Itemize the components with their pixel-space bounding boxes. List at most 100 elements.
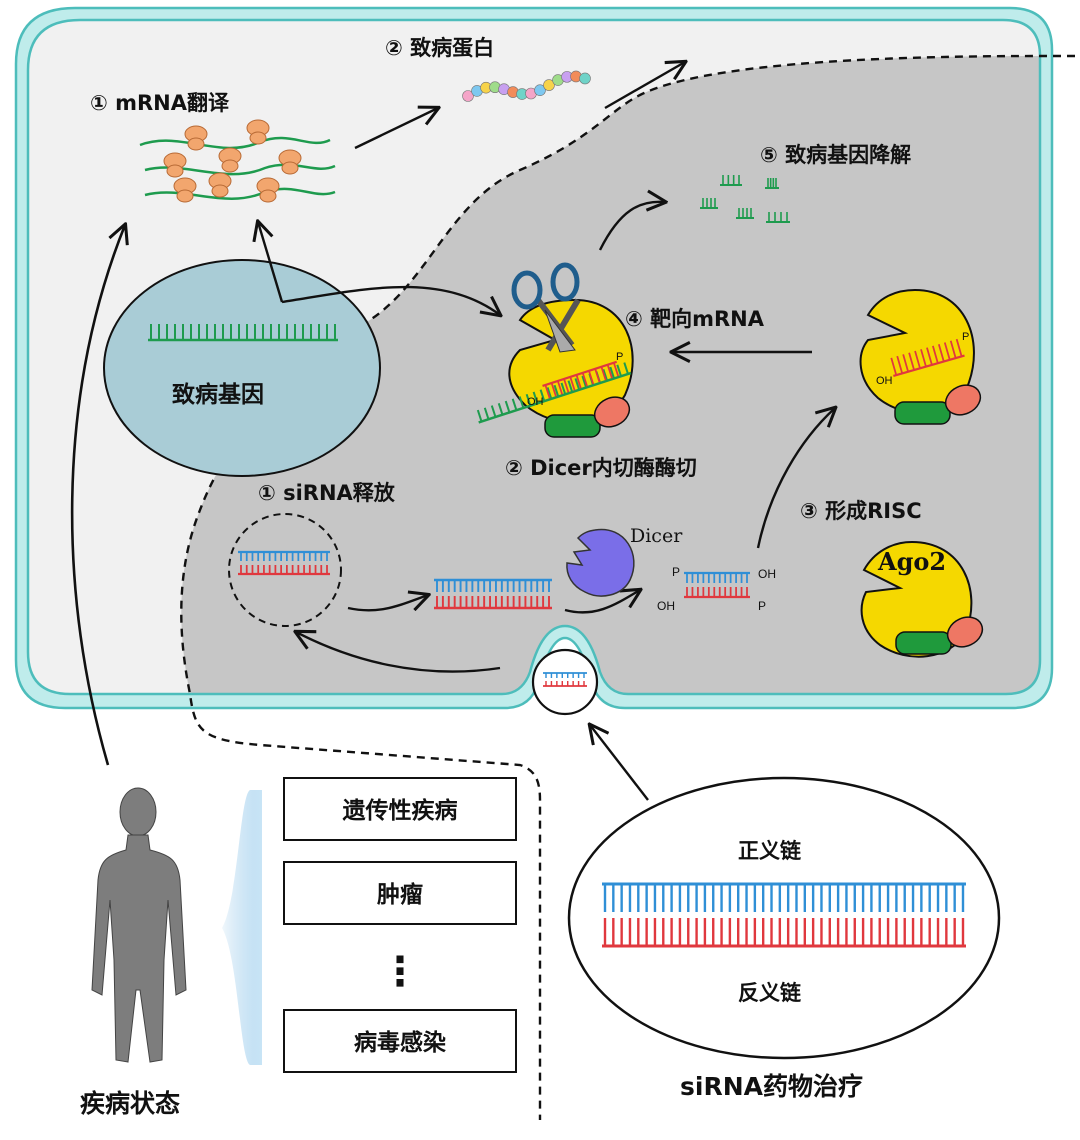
fragment-0 xyxy=(720,175,742,186)
endosome-duplex-antisense xyxy=(238,565,330,576)
cleaved-duplex xyxy=(684,571,750,599)
protein-chain xyxy=(462,70,591,102)
ago2-pacman-target xyxy=(508,298,634,424)
ago2-pacman-empty xyxy=(860,540,973,658)
ribosome-base-3 xyxy=(166,164,184,178)
ago2-pacman-loaded xyxy=(859,288,975,414)
risc-p-label: P xyxy=(962,331,969,343)
disease-state-label: 疾病状态 xyxy=(80,1089,180,1118)
nucleus xyxy=(103,259,381,477)
risc-rotated xyxy=(890,338,965,378)
vesicle-sirna xyxy=(543,672,587,687)
fragment-1 xyxy=(765,178,779,189)
protein-bead-0 xyxy=(462,90,474,102)
ribosome-base-7 xyxy=(259,189,277,203)
disease-tumor-label: 肿瘤 xyxy=(377,881,423,908)
vesicle-duplex xyxy=(543,672,587,687)
free-sirna xyxy=(434,578,552,610)
ago2-empty-domain-salmon xyxy=(946,616,984,648)
risc-loaded: P OH xyxy=(859,288,982,425)
fragment-4 xyxy=(766,212,790,223)
ago2-unloaded: Ago2 xyxy=(860,540,984,658)
cleaved-p-bottom: P xyxy=(758,599,766,613)
risc-guide xyxy=(890,338,965,378)
ribosome-base-0 xyxy=(187,137,205,151)
disease-ellipsis: ⋮ xyxy=(380,949,420,995)
protein-bead-13 xyxy=(579,72,591,85)
cleaved-sirna xyxy=(684,571,750,599)
disease-brace xyxy=(222,790,262,1065)
protein-bead-8 xyxy=(534,84,546,96)
vesicle-duplex-antisense xyxy=(543,681,587,687)
free-duplex xyxy=(434,578,552,610)
arrow-therapy-to-vesicle xyxy=(590,725,649,801)
pathogenic-gene-strand xyxy=(148,324,338,342)
arrow-gene-to-target xyxy=(281,285,500,315)
endosome-duplex xyxy=(238,550,330,576)
target-rotated xyxy=(476,360,632,424)
arrow-out-of-cell xyxy=(604,62,685,110)
sirna-drug-ellipse xyxy=(567,776,1001,1060)
risc-domain-green xyxy=(894,401,951,425)
therapy-duplex xyxy=(602,882,966,948)
cleaved-p-top: P xyxy=(672,565,680,579)
ribosome-base-4 xyxy=(281,161,299,175)
gene-degradation-label: ⑤ 致病基因降解 xyxy=(760,143,911,167)
sirna-therapy-label: siRNA药物治疗 xyxy=(680,1072,863,1101)
ago2-domain-green xyxy=(544,414,601,438)
target-p-label: P xyxy=(616,351,623,363)
free-duplex-sense xyxy=(434,578,552,592)
ago2-domain-salmon xyxy=(593,396,631,428)
sirna-release-label: ① siRNA释放 xyxy=(258,481,396,505)
ribosome-base-6 xyxy=(176,189,194,203)
scissors-icon xyxy=(511,262,581,353)
endosome-sirna xyxy=(238,550,330,576)
risc-formation-label: ③ 形成RISC xyxy=(800,499,922,523)
target-guide xyxy=(542,360,620,399)
cleaved-oh-top: OH xyxy=(758,567,776,581)
ago2-empty-domain-green xyxy=(895,631,952,655)
risc-oh-label: OH xyxy=(876,375,893,387)
ribosome-group xyxy=(163,119,302,203)
free-duplex-antisense xyxy=(434,596,552,610)
arrow-vesicle-to-endosome xyxy=(296,632,501,673)
vesicle-duplex-sense xyxy=(543,672,587,678)
pathogenic-gene-label: 致病基因 xyxy=(172,381,264,408)
target-oh-label: OH xyxy=(527,396,544,408)
arrow-disease-to-translation xyxy=(70,225,125,766)
big-sirna-duplex xyxy=(602,882,966,948)
cleaved-duplex-antisense xyxy=(684,587,750,599)
therapy-duplex-sense xyxy=(602,882,966,912)
pathogenic-protein-label: ② 致病蛋白 xyxy=(385,36,494,60)
disease-box-tumor[interactable] xyxy=(283,861,517,925)
mrna-translation-label: ① mRNA翻译 xyxy=(90,91,230,115)
dicer-enzyme xyxy=(566,528,635,597)
human-figure-icon xyxy=(91,787,187,1063)
arrow-to-protein xyxy=(354,108,438,150)
disease-box-genetic[interactable] xyxy=(283,777,517,841)
entry-vesicle xyxy=(531,648,599,716)
fragment-2 xyxy=(700,198,718,209)
targeting-label: ④ 靶向mRNA xyxy=(625,307,765,331)
sense-strand-label: 正义链 xyxy=(738,839,802,863)
endosome-dashed xyxy=(228,513,342,627)
antisense-strand-label: 反义链 xyxy=(738,981,802,1005)
gene-comb xyxy=(148,324,338,342)
dicer-cleavage-label: ② Dicer内切酶酶切 xyxy=(505,456,697,480)
cell-membrane-inner xyxy=(26,18,1042,696)
disease-box-viral[interactable] xyxy=(283,1009,517,1073)
risc-targeting: P OH xyxy=(476,262,634,438)
ribosome-base-2 xyxy=(221,159,239,173)
cleaved-duplex-sense xyxy=(684,571,750,583)
dicer-label: Dicer xyxy=(630,525,683,547)
risc-domain-salmon xyxy=(944,384,982,416)
disease-viral-label: 病毒感染 xyxy=(354,1029,446,1056)
fragment-3 xyxy=(736,208,754,219)
ribosome-base-5 xyxy=(211,184,229,198)
arrow-free-to-cleaved xyxy=(564,590,640,614)
arrow-release-to-free xyxy=(347,595,428,612)
arrow-to-degradation xyxy=(598,202,665,251)
disease-genetic-label: 遗传性疾病 xyxy=(342,797,458,824)
